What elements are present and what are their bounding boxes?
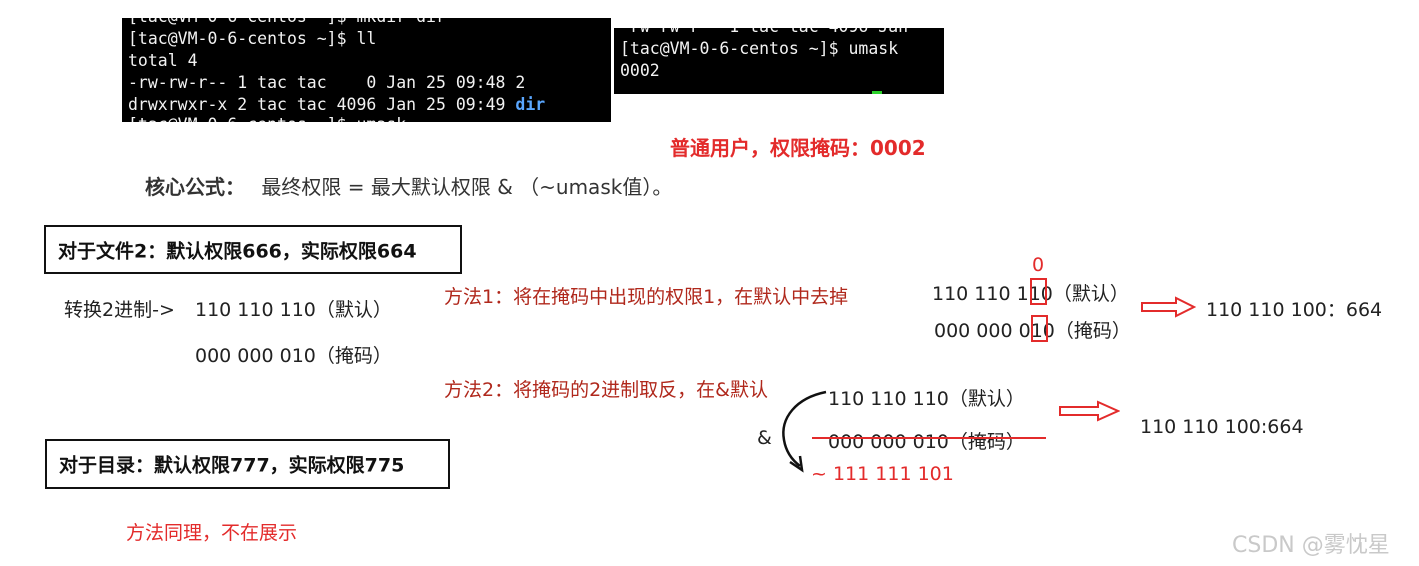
method2-title: 方法2：将掩码的2进制取反，在&默认 [444,379,768,401]
terminal-line-dir: drwxrwxr-x 2 tac tac 4096 Jan 25 09:49 d… [128,94,611,116]
method2-result: 110 110 100:664 [1140,416,1304,438]
curved-arrow-icon [782,390,827,473]
dir-box-label: 对于目录：默认权限777，实际权限775 [59,454,405,477]
method1-result: 110 110 100：664 [1206,299,1383,321]
terminal-line: [tac@VM-0-6-centos ~]$ umask [620,39,899,58]
watermark: CSDN @雾忱星 [1232,533,1390,558]
terminal-dir-name: dir [515,95,546,114]
terminal-partial-top: -rw-rw-r-- 1 tac tac 4096 Jan [620,28,944,38]
cut-text-remnant [145,206,315,212]
method2-inverted: ~ 111 111 101 [811,463,954,485]
formula-text: 最终权限 = 最大默认权限 & （~umask值）。 [261,175,673,199]
strike-line [812,437,1046,439]
file-box: 对于文件2：默认权限666，实际权限664 [44,225,462,274]
method2-amp: & [757,427,772,449]
method2-mask: 000 000 010（掩码） [828,431,1025,453]
user-mask-note: 普通用户，权限掩码：0002 [670,136,926,160]
method1-zero-mark: 0 [1032,254,1045,276]
same-method-note: 方法同理，不在展示 [126,522,298,544]
formula-label: 核心公式： [145,175,245,199]
method1-title: 方法1：将在掩码中出现的权限1，在默认中去掉 [444,286,849,308]
method1-highlight-bottom [1031,315,1048,342]
dir-box: 对于目录：默认权限777，实际权限775 [45,439,450,489]
default-binary: 110 110 110（默认） [195,299,392,321]
terminal-line: total 4 [128,51,198,70]
mask-binary: 000 000 010（掩码） [195,345,392,367]
terminal-line: [tac@VM-0-6-centos ~]$ ll [128,29,377,48]
terminal-dir-prefix: drwxrwxr-x 2 tac tac 4096 Jan 25 09:49 [128,95,516,114]
arrow-icon [1059,400,1120,422]
terminal-line: 0002 [620,61,660,80]
cursor-mark [872,91,882,94]
terminal-partial-bottom: [tac@VM-0-6-centos ~]$ umask [128,114,611,122]
arrow-icon [1141,296,1196,318]
formula: 核心公式： 最终权限 = 最大默认权限 & （~umask值）。 [145,171,672,200]
terminal-line: -rw-rw-r-- 1 tac tac 0 Jan 25 09:48 2 [128,73,526,92]
method1-highlight-top [1030,278,1047,305]
file-box-label: 对于文件2：默认权限666，实际权限664 [58,240,417,262]
convert-label: 转换2进制-> [64,299,175,321]
method2-default: 110 110 110（默认） [828,388,1025,410]
terminal-left: [tac@VM-0-6-centos ~]$ mkdir dir [tac@VM… [122,18,611,122]
terminal-right: -rw-rw-r-- 1 tac tac 4096 Jan [tac@VM-0-… [614,28,944,94]
terminal-partial-top: [tac@VM-0-6-centos ~]$ mkdir dir [128,18,611,28]
